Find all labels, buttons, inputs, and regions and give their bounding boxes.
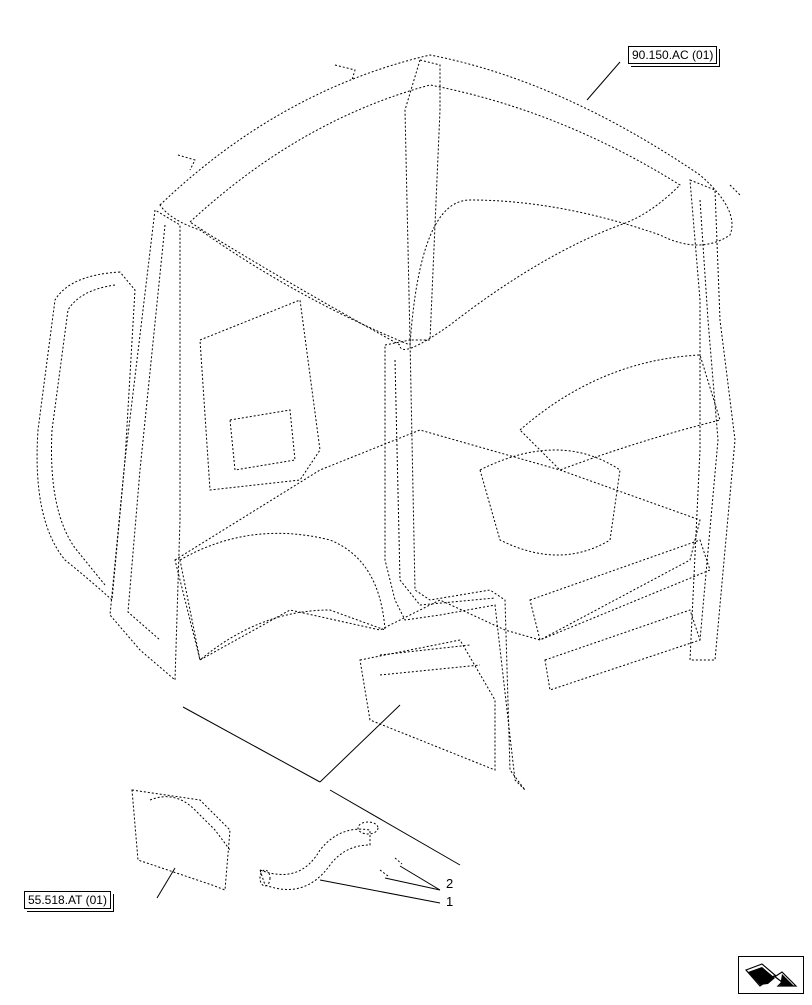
explode-line-down — [329, 789, 461, 866]
leader-item-1 — [319, 879, 441, 904]
right-pillar-inner — [699, 199, 719, 641]
next-page-arrow-graphic — [738, 956, 804, 994]
leader-item-2a — [399, 865, 441, 891]
right-rail-lower — [544, 609, 701, 691]
rear-wall — [199, 299, 321, 491]
leader-panel-ref — [156, 867, 176, 899]
rear-wall-panel — [229, 409, 296, 471]
roof-bracket-left — [334, 64, 356, 81]
reference-label-panel[interactable]: 55.518.AT (01) — [24, 891, 114, 912]
hose-fitting — [357, 821, 379, 835]
roof-frame-inner — [189, 84, 681, 350]
seat-base — [479, 449, 621, 556]
left-door-window — [36, 271, 136, 602]
next-page-arrow-icon[interactable] — [738, 956, 804, 994]
left-pillar-inner — [127, 224, 166, 641]
step-slot-1 — [379, 644, 471, 656]
exploded-panel — [131, 789, 231, 891]
lower-step — [359, 639, 496, 771]
step-slot-2 — [379, 664, 481, 676]
right-pillar — [689, 179, 736, 661]
explode-line-left — [182, 706, 321, 783]
center-pillar-inner — [394, 359, 496, 606]
callout-item-2: 2 — [446, 876, 454, 891]
fastener-a — [394, 857, 403, 865]
roof-bracket-mid — [177, 154, 196, 171]
left-fender — [179, 532, 386, 661]
exploded-panel-detail — [149, 796, 231, 851]
right-fender — [519, 354, 721, 471]
hose-end — [259, 869, 271, 887]
fastener-b — [379, 869, 389, 877]
rear-pillar — [404, 59, 441, 341]
center-pillar — [384, 339, 526, 791]
roof-bracket-right — [729, 184, 741, 196]
leader-item-2b — [384, 877, 441, 891]
cab-floor — [174, 429, 701, 661]
exploded-hose — [259, 828, 371, 890]
right-rail — [529, 539, 711, 641]
left-pillar — [109, 209, 181, 682]
roof-frame-outer — [159, 54, 733, 346]
callout-item-1: 1 — [446, 894, 454, 909]
left-door-window-inner — [51, 284, 116, 586]
leader-cab-ref — [586, 61, 621, 101]
explode-line-right — [319, 704, 401, 783]
reference-label-cab-frame[interactable]: 90.150.AC (01) — [628, 46, 721, 67]
